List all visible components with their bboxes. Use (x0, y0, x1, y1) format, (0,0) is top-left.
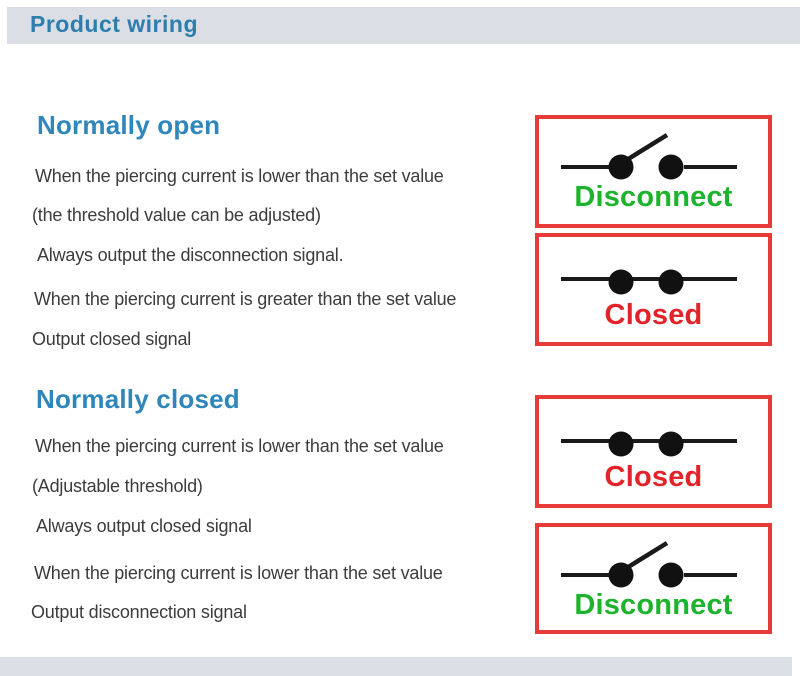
normally-closed-line: When the piercing current is lower than … (34, 563, 443, 583)
normally-closed-line: (Adjustable threshold) (32, 476, 203, 496)
section-heading-normally-closed: Normally closed (36, 384, 240, 414)
normally-open-line: When the piercing current is greater tha… (34, 289, 457, 309)
normally-closed-line: When the piercing current is lower than … (35, 436, 444, 456)
page-header-bar: Product wiring (7, 7, 800, 44)
closed-switch-icon (560, 269, 737, 295)
switch-state-box: Closed (535, 233, 772, 346)
switch-state-box: Closed (535, 395, 772, 508)
switch-state-box: Disconnect (535, 115, 772, 228)
switch-state-box: Disconnect (535, 523, 772, 634)
normally-open-line: (the threshold value can be adjusted) (32, 205, 321, 225)
switch-state-label: Closed (604, 299, 703, 331)
switch-state-label: Closed (604, 461, 703, 493)
switch-state-label: Disconnect (574, 181, 733, 213)
section-heading-normally-open: Normally open (37, 110, 221, 140)
page-title: Product wiring (30, 11, 198, 37)
normally-closed-line: Output disconnection signal (31, 602, 247, 622)
normally-closed-line: Always output closed signal (36, 516, 252, 536)
open-switch-icon (560, 133, 737, 180)
switch-state-label: Disconnect (574, 589, 733, 621)
closed-switch-icon (560, 431, 737, 457)
normally-open-line: Output closed signal (32, 329, 192, 349)
open-switch-icon (560, 541, 737, 588)
bottom-divider-bar (0, 657, 792, 676)
normally-open-line: When the piercing current is lower than … (35, 166, 444, 186)
normally-open-line: Always output the disconnection signal. (37, 245, 344, 265)
